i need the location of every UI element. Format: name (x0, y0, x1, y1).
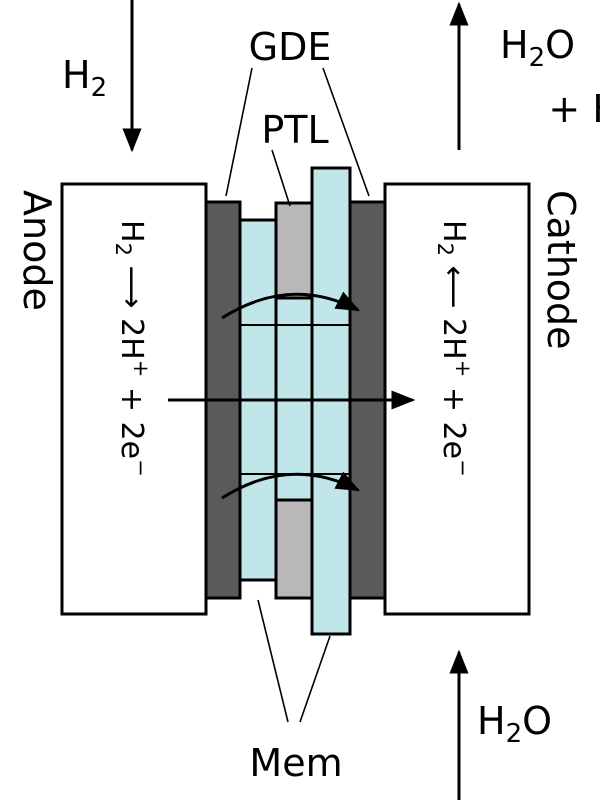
mem-leader-right (299, 635, 331, 723)
mem-label: Mem (249, 741, 342, 785)
mem-leader-left (257, 599, 289, 723)
gde-label: GDE (249, 25, 332, 69)
h2-inlet-label: H2 (62, 53, 107, 103)
ptl-label: PTL (261, 108, 328, 152)
curved-arrow-bottom (221, 471, 361, 500)
anode-label: Anode (15, 190, 59, 311)
ptl-top-segment (274, 201, 314, 300)
cathode-label: Cathode (539, 190, 583, 350)
ptl-bottom-segment (274, 498, 314, 600)
cathode-outlet-label-line2: + H2 (488, 87, 600, 139)
curved-arrow-top (221, 291, 361, 320)
ptl-leader (271, 149, 291, 207)
h2o-inlet-label: H2O (477, 699, 552, 749)
gde-leader-left (225, 67, 253, 197)
cathode-reaction: H2 ⟵ 2H+ + 2e− (433, 220, 475, 477)
anode-reaction: H2 ⟶ 2H+ + 2e− (111, 220, 153, 477)
gde-leader-right (322, 67, 370, 197)
cathode-outlet-label-line1: H2O (500, 23, 575, 73)
